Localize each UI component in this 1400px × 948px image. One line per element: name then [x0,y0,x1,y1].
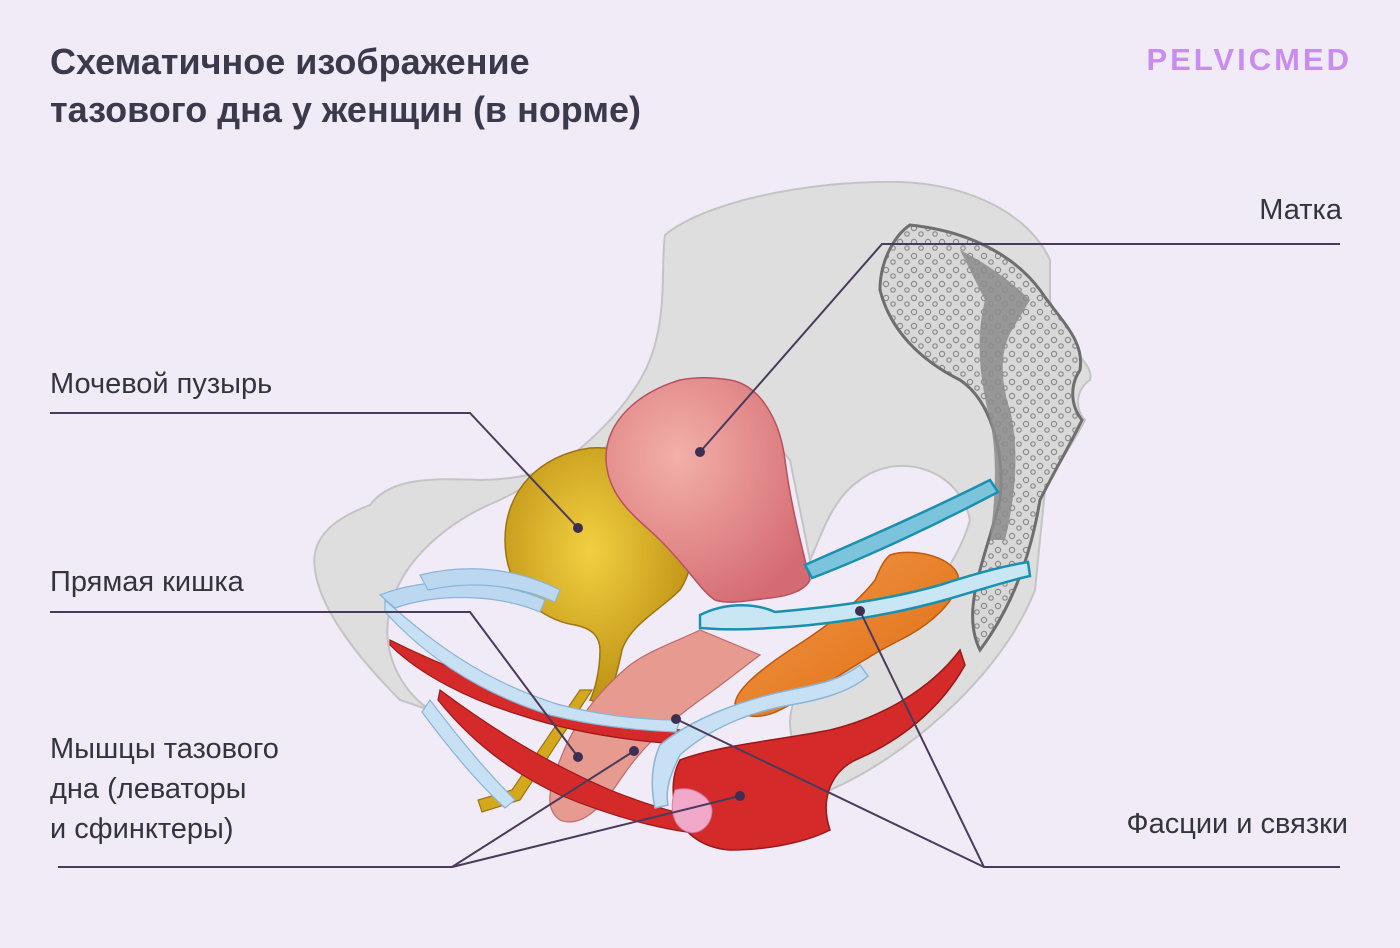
leader-bladder [50,412,579,529]
label-muscles-line-1: Мышцы тазового [50,733,279,765]
marker-rectum [573,752,583,762]
label-fascia-ligaments: Фасции и связки [1126,808,1348,840]
label-uterus: Матка [1259,194,1342,226]
label-pelvic-floor-muscles: Мышцы тазового дна (леваторы и сфинктеры… [50,729,279,849]
label-muscles-line-3: и сфинктеры) [50,813,234,845]
marker-uterus [695,447,705,457]
leader-muscles-b [451,795,741,868]
label-rectum: Прямая кишка [50,566,244,598]
marker-muscle-b [735,791,745,801]
leader-rectum [50,611,579,758]
title-line-1: Схематичное изображение [50,41,530,82]
title-line-2: тазового дна у женщин (в норме) [50,89,641,130]
sphincter-muscle [672,648,966,851]
uterus [605,377,811,603]
page-title: Схематичное изображение тазового дна у ж… [50,38,750,134]
brand-logo: PELVICMED [1146,42,1352,77]
leader-uterus [699,243,1340,453]
perineal-body [671,788,713,834]
sacrum [878,223,1084,653]
leader-fascia-b [675,718,985,868]
ligament-upper [803,478,1000,580]
fascia-band-2 [419,568,561,603]
marker-bladder [573,523,583,533]
fascia-band-4 [421,698,516,809]
marker-muscle-a [629,746,639,756]
sacral-canal [960,250,1030,540]
fascia-band-5 [651,663,870,809]
ligament-lower [698,560,1032,631]
label-bladder: Мочевой пузырь [50,368,273,400]
marker-fascia-b [671,714,681,724]
label-muscles-line-2: дна (леваторы [50,773,247,805]
marker-fascia-a [855,606,865,616]
fascia-band-3 [384,598,681,733]
